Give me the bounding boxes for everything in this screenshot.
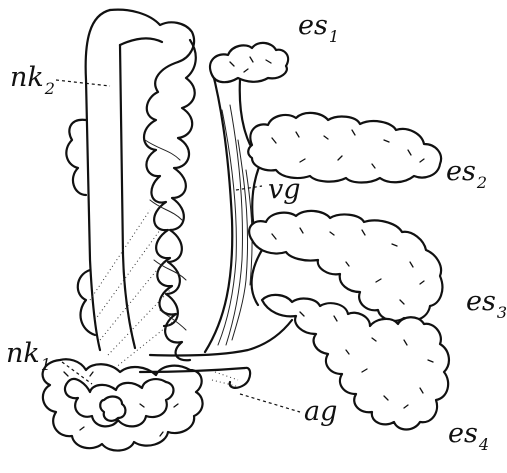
label-es3: es3 xyxy=(466,288,507,315)
label-es4: es4 xyxy=(448,420,489,447)
label-nk2: nk2 xyxy=(10,64,55,91)
left-lobes xyxy=(66,120,95,335)
label-vg: vg xyxy=(268,176,302,203)
es1-lobe xyxy=(210,43,288,82)
nk1-coil xyxy=(43,359,203,450)
label-ag: ag xyxy=(304,398,338,425)
coiled-duct xyxy=(144,40,196,360)
label-es2: es2 xyxy=(446,158,487,185)
vg-band xyxy=(205,70,262,352)
nk2-tube xyxy=(86,10,194,350)
es2-lobe xyxy=(248,113,441,183)
label-nk1: nk1 xyxy=(6,340,51,367)
label-es1: es1 xyxy=(298,12,339,39)
